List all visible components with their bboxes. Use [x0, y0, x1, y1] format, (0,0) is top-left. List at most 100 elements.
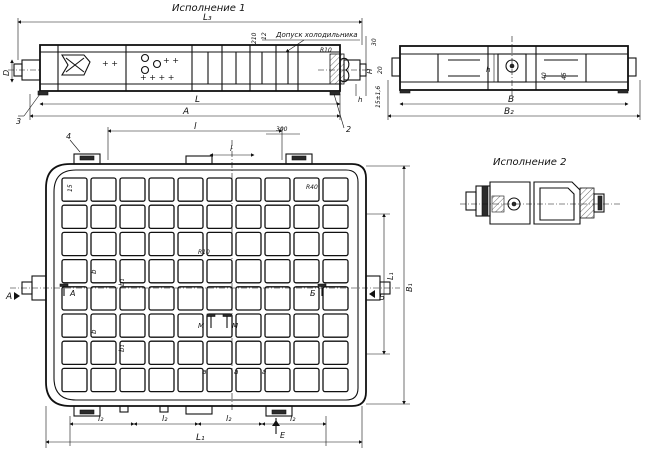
side-note-ref: Допуск холодильника	[275, 31, 358, 39]
plan-label-b1-2: b₁	[118, 345, 126, 352]
grid-cell	[119, 231, 146, 257]
plan-label-l2-1: l₂	[98, 414, 104, 423]
grid-cell	[264, 231, 291, 257]
plan-section-E: E	[280, 431, 286, 440]
grid-cell	[90, 313, 117, 338]
grid-cell	[148, 258, 175, 284]
side-label-D: D	[2, 70, 11, 76]
grid-cell	[293, 313, 320, 338]
grid-cell	[264, 286, 291, 311]
grid-cell	[235, 286, 262, 311]
grid-cell	[322, 340, 349, 366]
grid-cell	[177, 204, 204, 230]
grid-cell	[293, 231, 320, 257]
plan-label-l2-2: l₂	[162, 414, 168, 423]
grid-cell	[206, 286, 233, 311]
grid-cell	[206, 231, 233, 257]
grid-cell	[206, 177, 233, 202]
grid-cell	[235, 177, 262, 202]
plan-section-M2: M	[232, 322, 238, 330]
grid-cell	[235, 340, 262, 366]
grid-cell	[177, 286, 204, 311]
version1-title: Исполнение 1	[172, 3, 245, 14]
grid-cell	[177, 258, 204, 284]
grid-cell	[235, 204, 262, 230]
side-leader-2: 2	[346, 125, 351, 134]
plan-label-a1: a	[202, 368, 206, 376]
grid-cell	[206, 340, 233, 366]
grid-cell	[264, 367, 291, 393]
grid-cell	[206, 204, 233, 230]
grid-cell	[206, 367, 233, 393]
grid-cell	[119, 340, 146, 366]
plan-section-A: A	[69, 289, 75, 298]
grid-cell	[61, 286, 88, 311]
grid-cell	[90, 204, 117, 230]
plan-label-l2-4: l₂	[290, 414, 296, 423]
plan-view: l 300 l 4 R40 R10 15	[5, 122, 414, 448]
side-dim-12: 12	[261, 32, 268, 40]
side-dim-15: 15±1,6	[375, 86, 382, 108]
grid-cell	[177, 367, 204, 393]
side-dim-30: 30	[371, 38, 378, 46]
side-L3-label: L₃	[203, 13, 212, 23]
grid-cell	[322, 286, 349, 311]
plan-label-L1: L₁	[196, 433, 205, 443]
plan-section-M1: M	[198, 322, 204, 330]
version2-title: Исполнение 2	[493, 157, 566, 168]
grid-cell	[148, 367, 175, 393]
plan-leader-4: 4	[66, 132, 71, 141]
grid-cell	[148, 177, 175, 202]
grid-cell	[322, 204, 349, 230]
grid-cell	[206, 258, 233, 284]
grid-cell	[322, 367, 349, 393]
plan-label-l: l	[194, 122, 197, 132]
grid-cell	[264, 340, 291, 366]
grid-cell	[90, 258, 117, 284]
plan-dim-300: 300	[276, 126, 288, 133]
grid-cell	[264, 177, 291, 202]
plan-label-a3: a	[262, 368, 266, 376]
svg-text:+ +: + +	[102, 59, 118, 68]
grid-cell	[119, 177, 146, 202]
grid-cell	[322, 231, 349, 257]
plan-label-b-2: b	[90, 329, 98, 334]
end-label-B: B	[508, 95, 514, 105]
grid-cell	[148, 231, 175, 257]
plan-label-b1: b₁	[118, 279, 126, 286]
side-label-L: L	[195, 95, 200, 105]
grid-cell	[148, 204, 175, 230]
grid-cell	[61, 313, 88, 338]
plan-section-B: Б	[310, 289, 316, 298]
plan-label-b: b	[90, 269, 98, 274]
grid-cell	[177, 231, 204, 257]
grid-cell	[293, 286, 320, 311]
grid-cell	[90, 286, 117, 311]
grid-cell	[177, 177, 204, 202]
plan-label-l-small: l	[230, 144, 233, 153]
plan-dim-15: 15	[67, 184, 74, 192]
side-label-h: h	[358, 96, 362, 104]
grid-cell	[61, 258, 88, 284]
grid-cell	[61, 177, 88, 202]
side-label-A: A	[182, 107, 189, 117]
grid-cell	[264, 258, 291, 284]
grid-cell	[322, 177, 349, 202]
side-view: L₃ + + + + + + + +	[2, 13, 384, 134]
grid-cell	[322, 258, 349, 284]
grid-cell	[235, 367, 262, 393]
grid-cell	[61, 367, 88, 393]
grid-cell	[119, 313, 146, 338]
grid-cell	[293, 367, 320, 393]
grid-cell	[206, 313, 233, 338]
end-dim-40: 40	[541, 72, 548, 80]
grid-cell	[90, 340, 117, 366]
side-dim-R10: R10	[320, 47, 332, 54]
grid-cell	[177, 340, 204, 366]
grid-cell	[293, 204, 320, 230]
plan-label-L1-right: L₁	[386, 272, 395, 280]
grid-cell	[235, 258, 262, 284]
grid-cell	[61, 231, 88, 257]
grid-cell	[61, 204, 88, 230]
